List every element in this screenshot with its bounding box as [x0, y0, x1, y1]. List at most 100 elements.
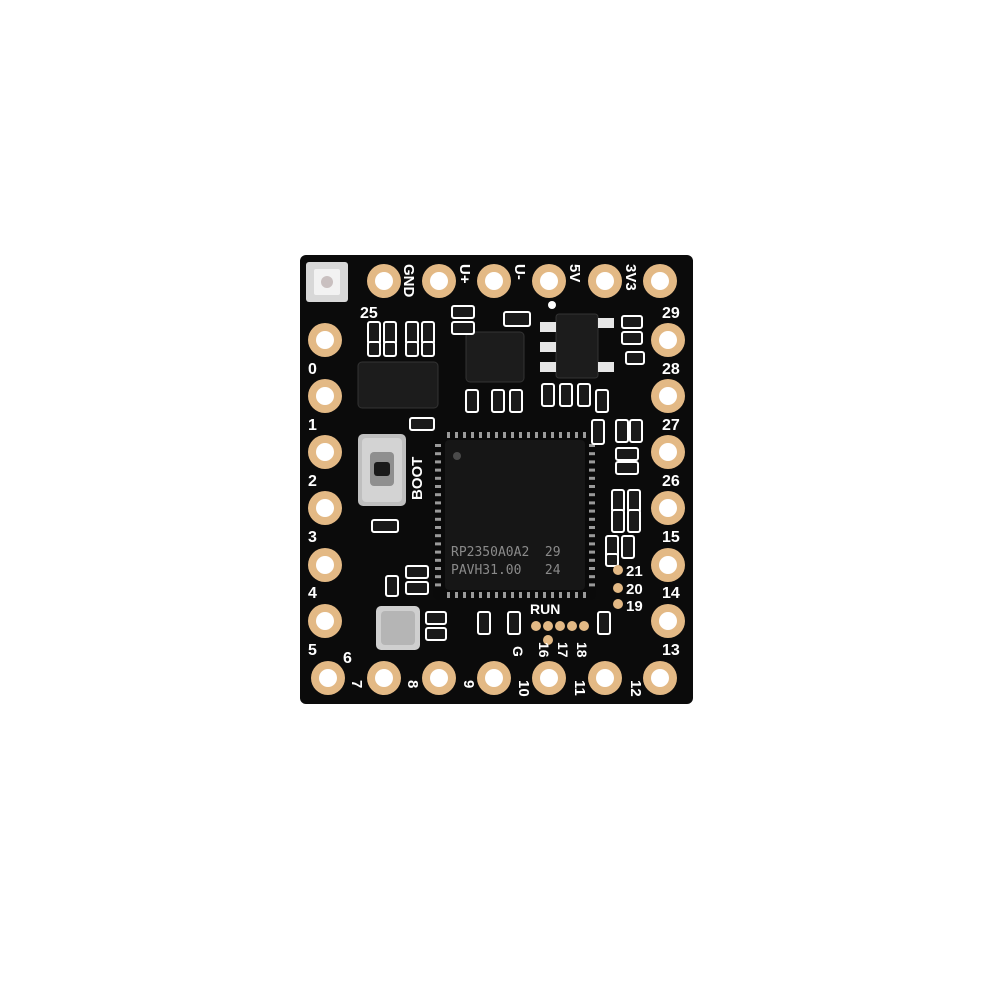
smd-passive [627, 489, 641, 513]
castellated-pad-bottom [643, 661, 677, 695]
test-pad [555, 621, 565, 631]
testpad-label-18: 18 [574, 642, 590, 658]
smd-passive [611, 509, 625, 533]
passive-components [367, 305, 645, 641]
smd-passive [597, 611, 611, 635]
castellated-pad-right [651, 435, 685, 469]
smd-passive [615, 461, 639, 475]
smd-passive [405, 321, 419, 345]
smd-passive [405, 341, 419, 357]
pin-label-9: 9 [460, 680, 477, 688]
pin-label-uplus: U+ [456, 264, 473, 284]
crystal [376, 606, 420, 650]
smd-passive [385, 575, 399, 597]
castellated-pad-bottom [422, 661, 456, 695]
smd-passive [595, 389, 609, 413]
smd-passive [621, 315, 643, 329]
test-pad [613, 583, 623, 593]
smd-passive [425, 627, 447, 641]
pin-label-1: 1 [308, 417, 317, 434]
pin-label-15: 15 [662, 529, 680, 546]
castellated-pad-left [308, 379, 342, 413]
castellated-pad-left [308, 548, 342, 582]
smd-passive [509, 389, 523, 413]
castellated-pad-top [477, 264, 511, 298]
castellated-pad-left [308, 323, 342, 357]
smd-passive [615, 447, 639, 461]
pin-label-5: 5 [308, 642, 317, 659]
smd-passive [477, 611, 491, 635]
smd-passive [629, 419, 643, 443]
castellated-pad-top [643, 264, 677, 298]
smd-passive [409, 417, 435, 431]
pin-label-13: 13 [662, 642, 680, 659]
pin-label-26: 26 [662, 473, 680, 490]
castellated-pad-bottom [532, 661, 566, 695]
boot-button[interactable] [358, 434, 406, 506]
castellated-pad-bottom [588, 661, 622, 695]
castellated-pad-left [308, 604, 342, 638]
test-pad [531, 621, 541, 631]
smd-passive [577, 383, 591, 407]
testpad-label-16: 16 [536, 642, 552, 658]
pin-label-20: 20 [626, 581, 643, 598]
smd-passive [367, 341, 381, 357]
pin-label-3v3: 3V3 [622, 264, 639, 291]
pin-label-27: 27 [662, 417, 680, 434]
pin-label-6: 6 [343, 650, 352, 667]
pin-label-28: 28 [662, 361, 680, 378]
castellated-pad-left [308, 491, 342, 525]
pin-label-19: 19 [626, 598, 643, 615]
pin-label-29: 29 [662, 305, 680, 322]
pin-label-gnd: GND [400, 264, 417, 298]
pin-label-4: 4 [308, 585, 317, 602]
smd-passive [507, 611, 521, 635]
pin-label-25: 25 [360, 305, 378, 322]
smd-passive [451, 305, 475, 319]
pin-label-2: 2 [308, 473, 317, 490]
castellated-pad-right [651, 323, 685, 357]
smd-passive [621, 331, 643, 345]
test-pad [567, 621, 577, 631]
castellated-pad-top [532, 264, 566, 298]
castellated-pad-right [651, 548, 685, 582]
smd-passive [425, 611, 447, 625]
testpad-label-run: RUN [530, 601, 560, 617]
castellated-pad-left [308, 435, 342, 469]
smd-passive [615, 419, 629, 443]
pin-label-21: 21 [626, 563, 643, 580]
mcu-marking-line2: PAVH31.00 24 [451, 563, 561, 578]
rgb-led [306, 262, 348, 302]
smd-passive [421, 341, 435, 357]
pin-label-uminus: U- [511, 264, 528, 280]
smd-passive [541, 383, 555, 407]
castellated-pad-top [588, 264, 622, 298]
smd-passive [503, 311, 531, 327]
test-pad [543, 635, 553, 645]
smd-passive [591, 419, 605, 445]
pin-label-0: 0 [308, 361, 317, 378]
castellated-pad-top [422, 264, 456, 298]
smd-passive [383, 341, 397, 357]
smd-passive [491, 389, 505, 413]
smd-passive [371, 519, 399, 533]
smd-passive [383, 321, 397, 345]
boot-label: BOOT [409, 457, 426, 500]
pin-label-8: 8 [404, 680, 421, 688]
smd-passive [627, 509, 641, 533]
smd-passive [367, 321, 381, 345]
transistor-sot [540, 301, 614, 379]
smd-passive [621, 535, 635, 559]
smd-passive [405, 581, 429, 595]
smd-passive [465, 389, 479, 413]
castellated-pad-bottom [311, 661, 345, 695]
smd-passive [605, 553, 619, 567]
castellated-pad-right [651, 604, 685, 638]
pin-label-12: 12 [627, 680, 644, 697]
smd-passive [625, 351, 645, 365]
pin-label-10: 10 [515, 680, 532, 697]
castellated-pad-top [367, 264, 401, 298]
smd-passive [559, 383, 573, 407]
castellated-pads [308, 264, 685, 695]
